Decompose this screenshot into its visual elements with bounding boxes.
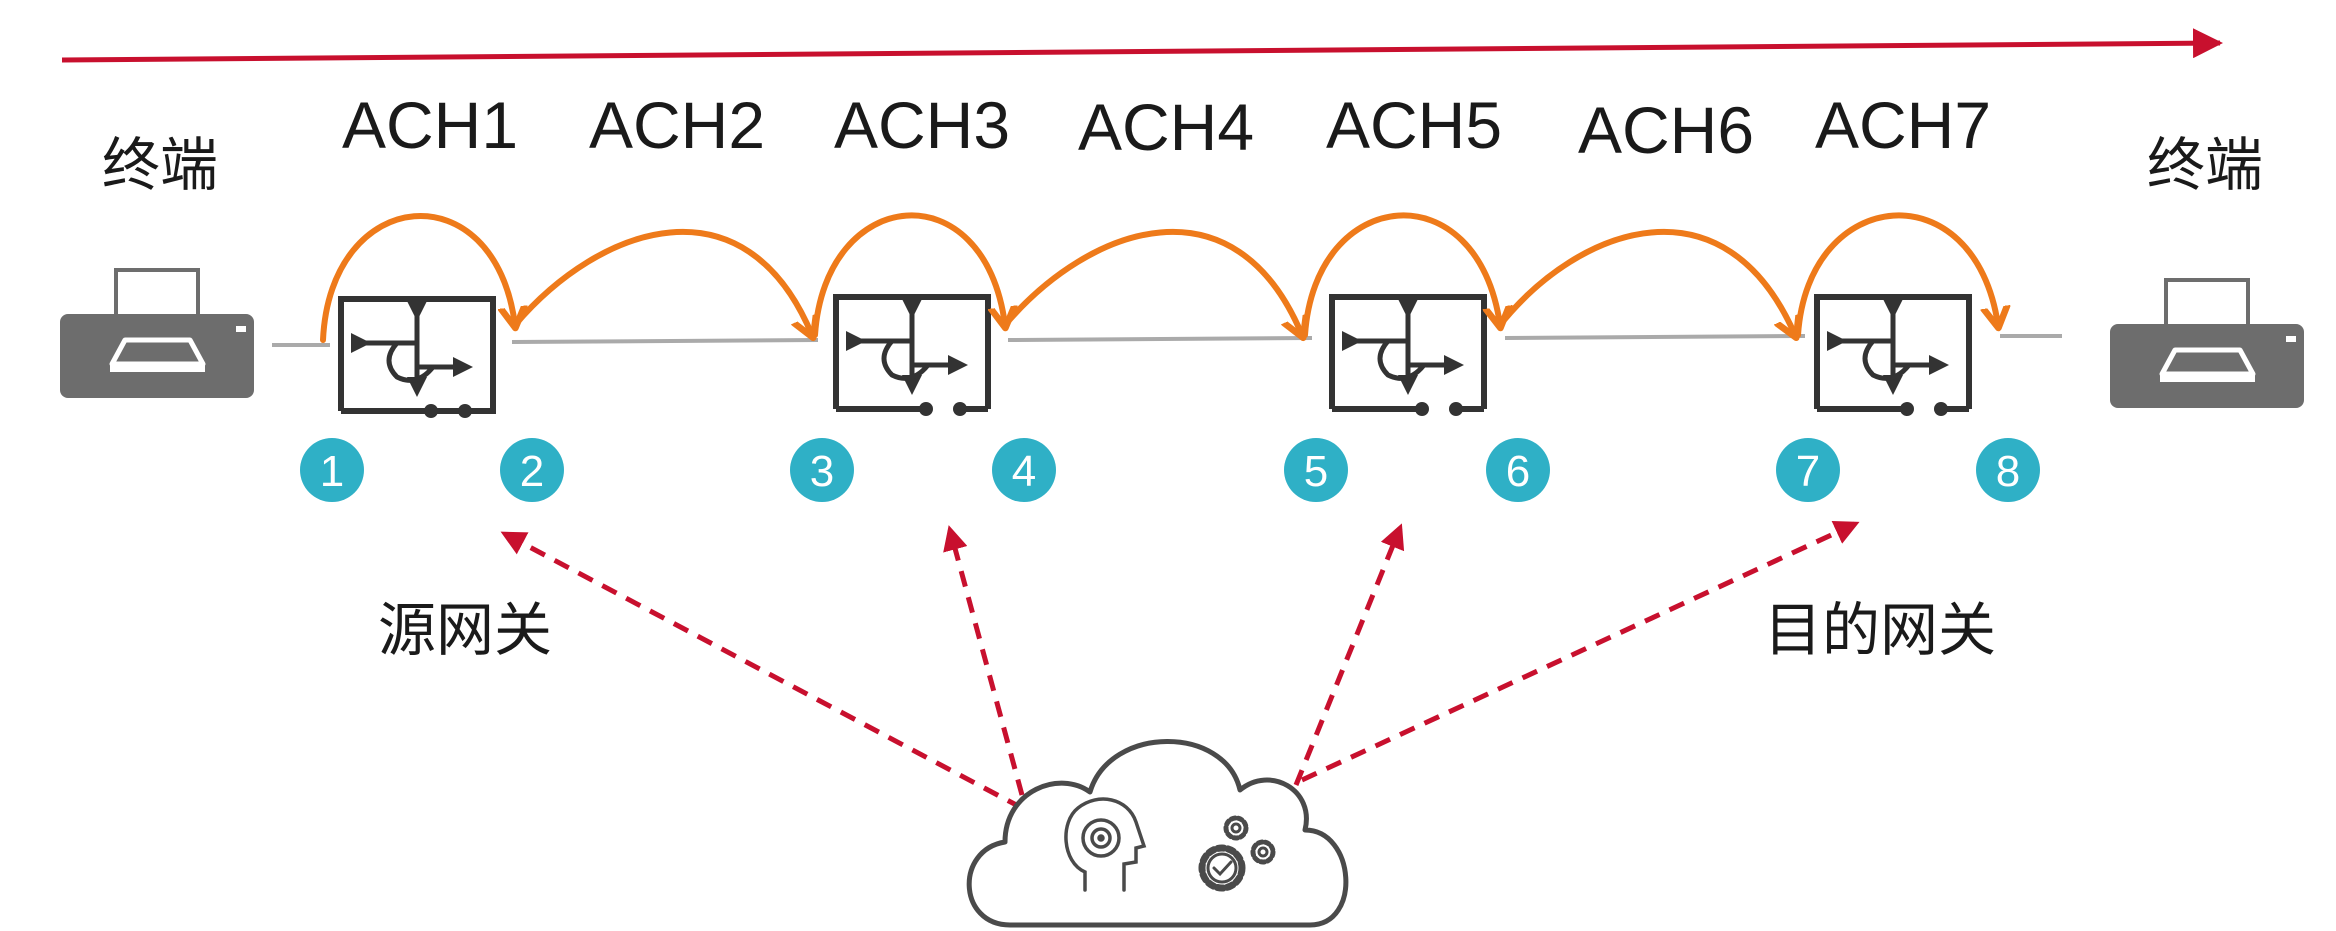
port-badge-6: 6 [1486,438,1550,502]
svg-text:5: 5 [1304,447,1328,496]
right-terminal-label: 终端 [2147,131,2263,199]
router-icon [338,296,496,418]
channel-label-ach7: ACH7 [1815,88,1991,162]
port-badge-3: 3 [790,438,854,502]
gears-icon [1198,815,1276,892]
ai-head-icon [1064,797,1147,892]
hop-arc-ach3 [812,212,1005,338]
channel-label-ach2: ACH2 [589,88,765,162]
router-icon [833,294,991,416]
link-wire [272,334,2062,347]
control-arrow-4 [1300,521,1860,783]
svg-text:6: 6 [1506,447,1530,496]
hop-arc-ach2 [512,228,812,335]
hop-arc-ach5 [1302,212,1500,338]
svg-text:7: 7 [1796,447,1820,496]
channel-label-ach3: ACH3 [834,88,1010,162]
hop-arc-ach4 [1002,228,1302,335]
printer-icon [60,268,254,398]
control-arrow-1 [500,531,1024,811]
port-badge-2: 2 [500,438,564,502]
hop-arc-ach6 [1497,228,1795,335]
svg-text:8: 8 [1996,447,2020,496]
router-icon [1329,294,1487,416]
port-badge-1: 1 [300,438,364,502]
port-badge-4: 4 [992,438,1056,502]
hop-arc-ach7 [1795,212,1998,338]
hop-arcs [320,212,1998,343]
hop-arc-ach1 [320,213,515,343]
source-gateway-label: 源网关 [378,596,552,664]
router-icon [1814,294,1972,416]
svg-text:4: 4 [1012,447,1036,496]
control-arrows [500,521,1860,811]
cloud-icon [966,739,1349,928]
timeline-arrow [61,28,2223,63]
control-arrow-2 [943,525,1025,796]
control-arrow-3 [1293,523,1405,786]
channel-label-ach5: ACH5 [1326,88,1502,162]
channel-label-ach1: ACH1 [342,88,518,162]
channel-label-ach4: ACH4 [1078,90,1254,164]
svg-text:2: 2 [520,447,544,496]
destination-gateway-label: 目的网关 [1764,596,1996,664]
svg-text:3: 3 [810,447,834,496]
port-badge-8: 8 [1976,438,2040,502]
svg-text:1: 1 [320,447,344,496]
left-terminal-label: 终端 [102,131,218,199]
port-badge-7: 7 [1776,438,1840,502]
port-badge-5: 5 [1284,438,1348,502]
channel-label-ach6: ACH6 [1578,93,1754,167]
printer-icon [2110,278,2304,408]
